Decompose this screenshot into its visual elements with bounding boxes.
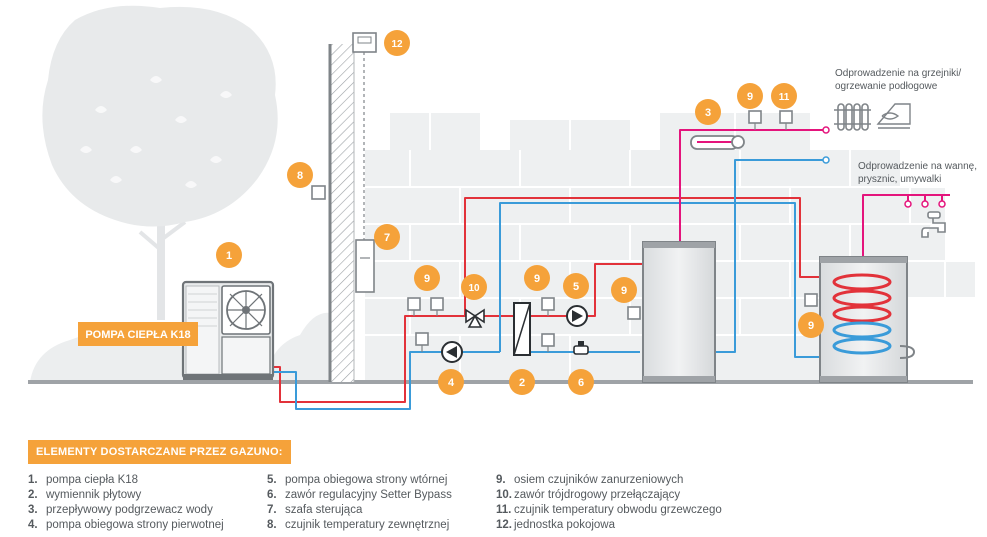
legend-item: 8.czujnik temperatury zewnętrznej — [267, 519, 450, 531]
svg-text:9: 9 — [621, 285, 627, 297]
water-outlet-label-line2: prysznic, umywalki — [858, 174, 941, 185]
legend-column-3: 9.osiem czujników zanurzeniowych 10.zawó… — [496, 473, 722, 533]
svg-text:5: 5 — [573, 281, 579, 293]
svg-text:6: 6 — [578, 377, 584, 389]
legend-item: 9.osiem czujników zanurzeniowych — [496, 474, 684, 486]
svg-text:8: 8 — [297, 170, 303, 182]
bypass-valve[interactable] — [573, 341, 589, 355]
marker-1: 1 — [216, 242, 242, 268]
svg-text:10: 10 — [468, 283, 480, 294]
svg-text:1: 1 — [226, 250, 232, 262]
ground-line — [28, 380, 973, 384]
plate-heat-exchanger[interactable] — [513, 302, 531, 356]
marker-11: 11 — [771, 83, 797, 109]
marker-9-exchanger: 9 — [524, 265, 550, 291]
tap-icon — [921, 211, 946, 238]
svg-text:9: 9 — [808, 320, 814, 332]
legend-item: 2.wymiennik płytowy — [28, 489, 142, 501]
marker-9-buffer: 9 — [611, 277, 637, 303]
svg-text:3: 3 — [705, 107, 711, 119]
marker-10: 10 — [461, 274, 487, 300]
svg-text:11: 11 — [779, 92, 790, 103]
legend-item: 1.pompa ciepła K18 — [28, 474, 139, 486]
svg-text:9: 9 — [747, 91, 753, 103]
svg-text:7: 7 — [384, 232, 390, 244]
pipe-ends — [822, 126, 946, 208]
exterior-wall — [328, 44, 355, 382]
legend: ELEMENTY DOSTARCZANE PRZEZ GAZUNO: 1.pom… — [28, 440, 978, 535]
legend-item: 4.pompa obiegowa strony pierwotnej — [28, 519, 224, 531]
buffer-tank[interactable] — [642, 241, 716, 383]
secondary-circulation-pump[interactable] — [566, 305, 588, 327]
radiator-icon — [834, 103, 871, 131]
heat-pump-unit[interactable] — [181, 280, 275, 380]
legend-item: 6.zawór regulacyjny Setter Bypass — [267, 489, 452, 501]
legend-item: 10.zawór trójdrogowy przełączający — [496, 489, 681, 501]
immersion-sensors[interactable] — [407, 110, 818, 347]
marker-7: 7 — [374, 224, 400, 250]
marker-2: 2 — [509, 369, 535, 395]
legend-item: 12.jednostka pokojowa — [496, 519, 616, 531]
underfloor-heating-icon — [876, 103, 911, 129]
hot-water-cylinder[interactable] — [819, 256, 916, 383]
primary-circulation-pump[interactable] — [441, 341, 463, 363]
product-label-box — [78, 322, 198, 346]
marker-3: 3 — [695, 99, 721, 125]
legend-title: ELEMENTY DOSTARCZANE PRZEZ GAZUNO: — [28, 440, 291, 464]
flow-water-heater[interactable] — [690, 135, 745, 150]
marker-9-cylinder: 9 — [798, 312, 824, 338]
marker-5: 5 — [563, 273, 589, 299]
installation-schematic: POMPA CIEPŁA K18 — [28, 5, 977, 410]
tree-illustration — [42, 5, 278, 320]
legend-item: 3.przepływowy podgrzewacz wody — [28, 504, 213, 516]
svg-text:4: 4 — [448, 377, 455, 389]
legend-item: 7.szafa sterująca — [267, 504, 363, 516]
marker-12: 12 — [384, 30, 410, 56]
legend-column-2: 5.pompa obiegowa strony wtórnej 6.zawór … — [267, 473, 452, 533]
heating-outlet-label-line2: ogrzewanie podłogowe — [835, 81, 938, 92]
marker-9-heating: 9 — [737, 83, 763, 109]
marker-4: 4 — [438, 369, 464, 395]
three-way-valve[interactable] — [465, 308, 485, 328]
svg-text:9: 9 — [424, 273, 430, 285]
outdoor-temperature-sensor[interactable] — [311, 185, 326, 200]
water-outlet-label-line1: Odprowadzenie na wannę, — [858, 161, 977, 172]
legend-item: 5.pompa obiegowa strony wtórnej — [267, 474, 448, 486]
product-label: POMPA CIEPŁA K18 — [85, 329, 190, 341]
legend-column-1: 1.pompa ciepła K18 2.wymiennik płytowy 3… — [28, 473, 224, 533]
sensor-wires — [363, 52, 787, 352]
legend-item: 11.czujnik temperatury obwodu grzewczego — [496, 504, 722, 516]
heating-outlet-label-line1: Odprowadzenie na grzejniki/ — [835, 68, 961, 79]
marker-6: 6 — [568, 369, 594, 395]
marker-8: 8 — [287, 162, 313, 188]
room-unit[interactable] — [352, 32, 377, 53]
svg-text:2: 2 — [519, 377, 525, 389]
svg-text:9: 9 — [534, 273, 540, 285]
svg-text:12: 12 — [391, 39, 403, 50]
control-cabinet[interactable] — [355, 239, 375, 293]
marker-9-primary: 9 — [414, 265, 440, 291]
